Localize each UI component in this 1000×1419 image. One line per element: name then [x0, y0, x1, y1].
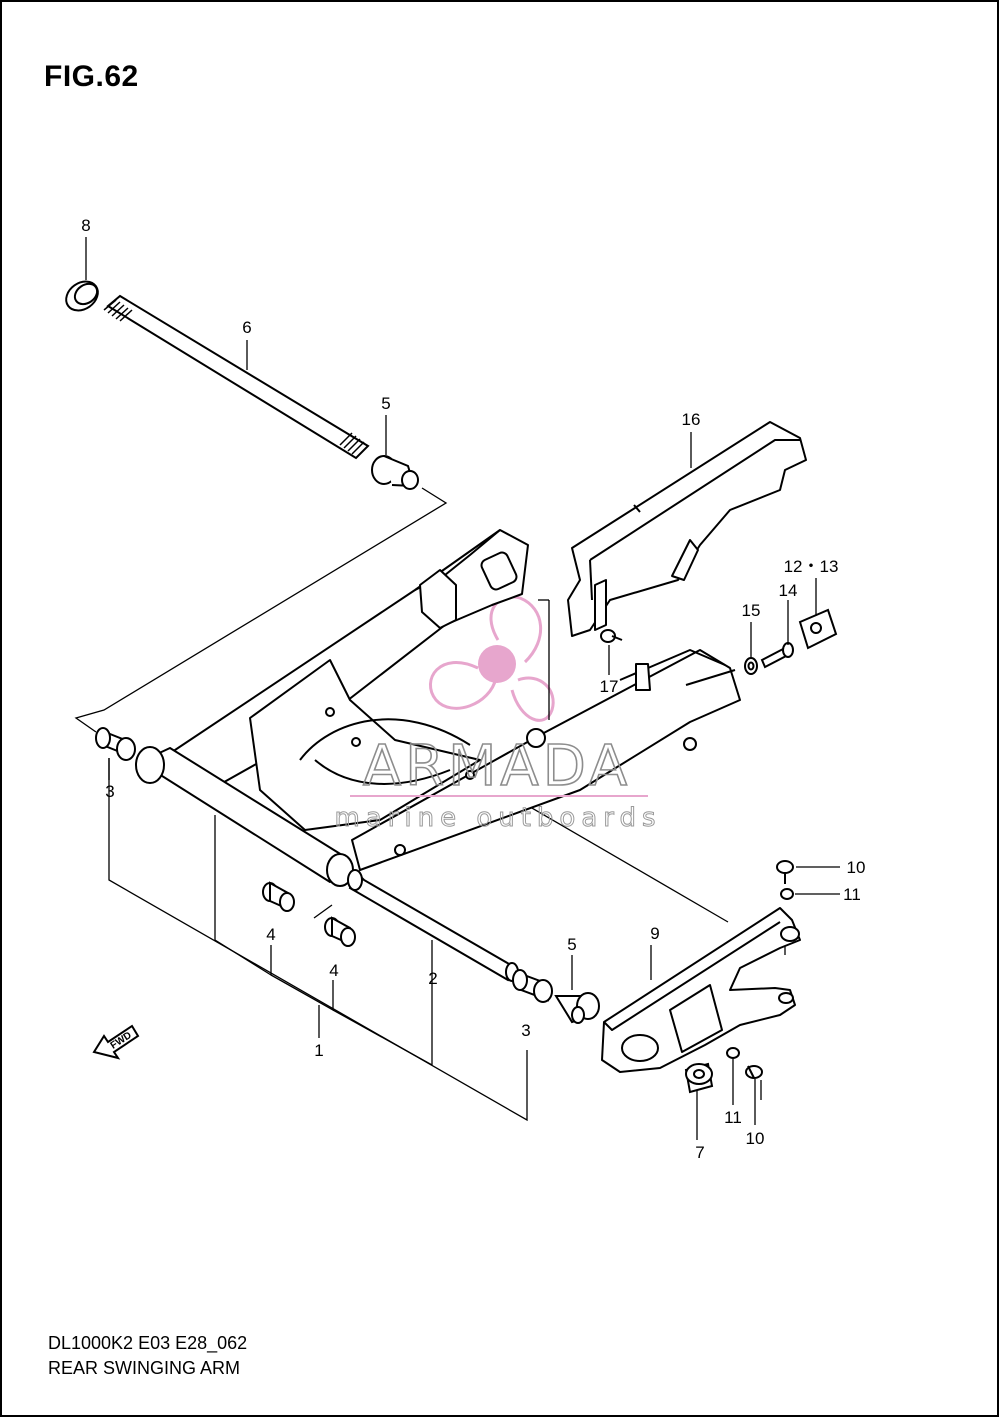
callout-12-13: 12・13: [784, 557, 839, 576]
leader-lines: [85, 237, 840, 1140]
callout-2: 2: [428, 969, 437, 988]
part-5-collar-lower: [554, 992, 600, 1024]
figure-title: FIG.62: [44, 60, 139, 93]
watermark-tagline: marine outboards: [334, 803, 661, 833]
part-2-spacer-tube: [347, 869, 519, 982]
callout-11-upper: 11: [843, 885, 861, 904]
callout-17: 17: [600, 677, 619, 696]
callout-3-lower: 3: [521, 1021, 530, 1040]
callout-labels: 8 6 5 16 12・13 14 15 17 3 4 4 10 11 9 5 …: [81, 216, 865, 1162]
callout-5-upper: 5: [381, 394, 390, 413]
watermark-brand: ARMADA: [363, 734, 631, 799]
callout-9: 9: [650, 924, 659, 943]
part-9-bracket: [601, 907, 801, 1073]
callout-4-left: 4: [266, 925, 275, 944]
part-14-bolt: [760, 642, 794, 669]
part-10-11-fasteners: [726, 860, 794, 1079]
callout-14: 14: [779, 581, 798, 600]
part-4-bearings: [262, 881, 356, 947]
callout-6: 6: [242, 318, 251, 337]
callout-15: 15: [742, 601, 761, 620]
part-1-swingarm: [135, 529, 741, 887]
callout-4-right: 4: [329, 961, 338, 980]
callout-16: 16: [682, 410, 701, 429]
part-3-bearing-upper: [95, 727, 136, 761]
footer-section-name: REAR SWINGING ARM: [48, 1358, 241, 1378]
callout-10-upper: 10: [847, 858, 866, 877]
callout-1: 1: [314, 1041, 323, 1060]
watermark-propeller-logo: [429, 595, 555, 722]
part-3-bearing-lower: [512, 969, 553, 1003]
callout-7: 7: [695, 1143, 704, 1162]
footer-model-code: DL1000K2 E03 E28_062: [48, 1333, 248, 1353]
callout-5-lower: 5: [567, 935, 576, 954]
callout-11-lower: 11: [724, 1108, 742, 1127]
part-6-pivot-shaft: [103, 294, 370, 460]
callout-8: 8: [81, 216, 90, 235]
part-15-washer: [744, 657, 758, 675]
part-8-nut: [65, 280, 99, 312]
part-17-screw: [600, 629, 623, 643]
part-16-chain-cover: [567, 421, 807, 637]
fwd-arrow-icon: FWD: [92, 1024, 140, 1060]
watermark-text: ARMADA marine outboards: [334, 733, 661, 833]
part-12-13-clip: [798, 608, 838, 650]
part-5-collar-upper: [371, 455, 419, 490]
callout-10-lower: 10: [746, 1129, 765, 1148]
part-7-nut: [684, 1062, 714, 1094]
callout-3-upper: 3: [105, 782, 114, 801]
